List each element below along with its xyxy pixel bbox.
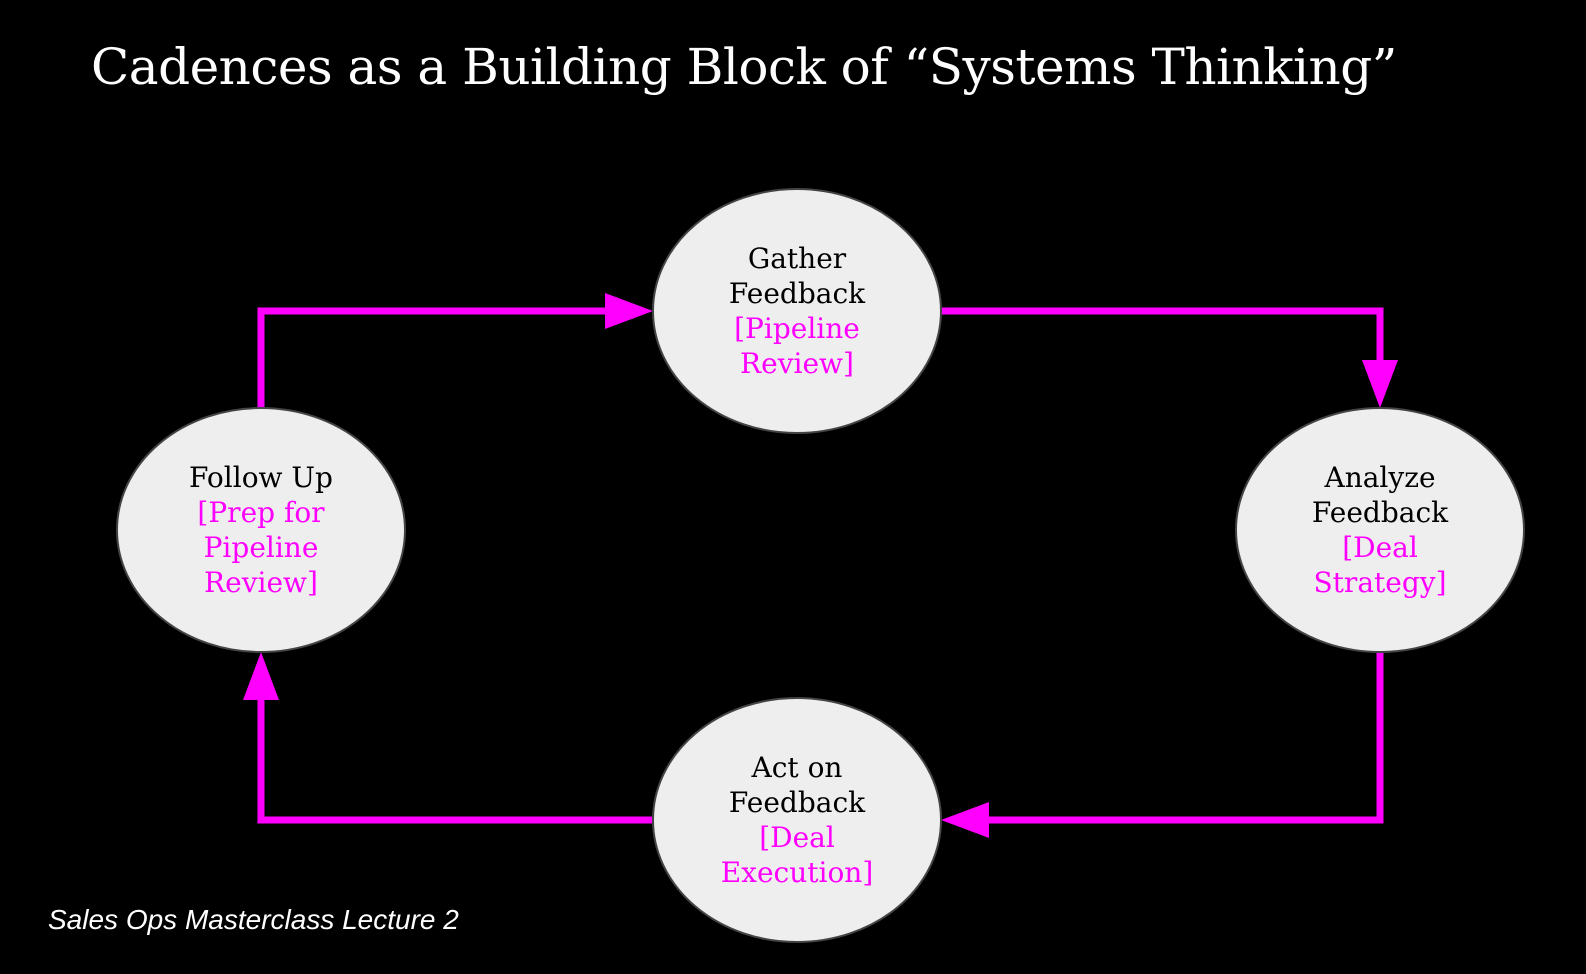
node-ellipse bbox=[116, 407, 406, 653]
edge-line bbox=[941, 307, 1384, 362]
node-sublabel: Pipeline bbox=[204, 531, 319, 564]
node-sublabel: [Deal bbox=[759, 821, 835, 854]
edge-line bbox=[257, 698, 653, 824]
node-sublabel: [Deal bbox=[1342, 531, 1418, 564]
node-label: Feedback bbox=[1312, 496, 1449, 529]
node-sublabel: [Pipeline bbox=[734, 312, 860, 345]
footer-text: Sales Ops Masterclass Lecture 2 bbox=[48, 904, 459, 935]
node-label: Gather bbox=[748, 242, 847, 275]
slide-title: Cadences as a Building Block of “Systems… bbox=[91, 38, 1397, 96]
arrowhead bbox=[605, 293, 653, 329]
node-ellipse bbox=[652, 188, 942, 434]
node-label: Act on bbox=[751, 751, 843, 784]
edge-line bbox=[987, 652, 1384, 824]
arrowhead bbox=[243, 652, 279, 700]
edge-act-to-follow bbox=[243, 652, 653, 824]
node-label: Analyze bbox=[1323, 461, 1435, 494]
node-label: Feedback bbox=[729, 277, 866, 310]
edge-line bbox=[257, 307, 607, 408]
node-sublabel: Review] bbox=[740, 347, 854, 380]
edge-analyze-to-act bbox=[941, 652, 1384, 838]
node-sublabel: [Prep for bbox=[197, 496, 325, 529]
node-ellipse bbox=[652, 697, 942, 943]
edge-gather-to-analyze bbox=[941, 307, 1398, 408]
node-sublabel: Review] bbox=[204, 566, 318, 599]
arrowhead bbox=[1362, 360, 1398, 408]
arrowhead bbox=[941, 802, 989, 838]
node-label: Follow Up bbox=[189, 461, 333, 494]
node-sublabel: Strategy] bbox=[1314, 566, 1447, 599]
node-sublabel: Execution] bbox=[721, 856, 874, 889]
node-label: Feedback bbox=[729, 786, 866, 819]
node-ellipse bbox=[1235, 407, 1525, 653]
edge-follow-to-gather bbox=[257, 293, 653, 408]
